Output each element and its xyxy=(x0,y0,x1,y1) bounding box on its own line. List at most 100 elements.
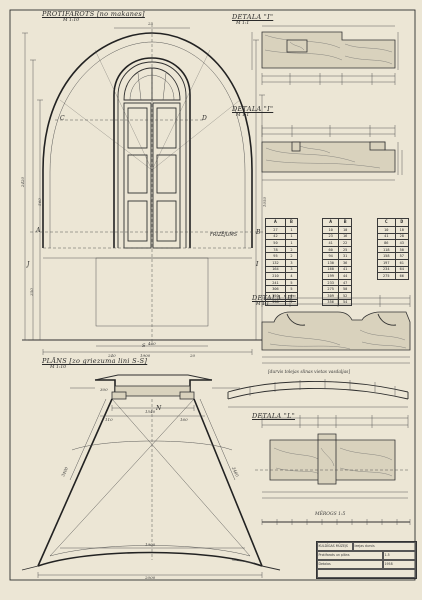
table-cell: 275 xyxy=(377,272,396,280)
right-jamb xyxy=(193,398,263,567)
table-cell: 2 xyxy=(284,252,299,260)
table-cell: 36 xyxy=(338,258,352,267)
table-cell: 1 xyxy=(284,232,299,241)
detail-2 xyxy=(261,125,403,181)
dim-plan-110: 110 xyxy=(105,417,113,422)
scale-bar-label: MĒROGS 1:5 xyxy=(315,512,346,517)
dim-front-low: 350 xyxy=(28,288,34,296)
dim-front-20: 20 xyxy=(190,353,196,358)
table-cell: 16 xyxy=(338,232,352,241)
table-cell: 1 xyxy=(284,239,299,247)
plan-title: PLĀNS [zo griezuma lini S-S] xyxy=(42,357,148,365)
table-cell: 5 xyxy=(284,285,299,293)
table-cell: 47 xyxy=(338,278,352,287)
table-cell: 61 xyxy=(394,258,409,267)
table-cell: 5 xyxy=(284,278,299,287)
sheet-border xyxy=(9,9,416,581)
front-view-title: PROTIFAROTS [no makanes] xyxy=(42,10,145,18)
table-cell: 66 xyxy=(394,272,409,280)
table-cell: 10 xyxy=(394,226,409,234)
dim-front-right: 1050 xyxy=(262,196,268,208)
table-cell: 42 xyxy=(265,232,286,241)
dim-front-top: 25 xyxy=(148,21,154,26)
middle-note: [durvis tolejas slinas vietas vasdaljas] xyxy=(268,370,351,375)
dim-front-mid: 560 xyxy=(36,198,42,206)
table-cell: 25 xyxy=(338,245,352,254)
table-cell: 309 xyxy=(321,291,340,300)
table-cell: 27 xyxy=(265,226,286,234)
table-cell: 158 xyxy=(377,252,396,260)
title-row-0: KULDĪGAS MŪZEJS xyxy=(317,542,353,551)
table-cell: 118 xyxy=(377,245,396,254)
door-frame-inner xyxy=(117,61,187,248)
table-cell: 6 xyxy=(284,291,299,300)
title-sheet-no: 1-5 xyxy=(383,551,416,560)
inner-arch xyxy=(49,41,246,248)
table-cell: 31 xyxy=(338,252,352,260)
detail-2-title: DETALA "I" xyxy=(232,105,274,113)
table-cell: 54 xyxy=(338,298,352,307)
section-letter-s: S xyxy=(142,343,146,349)
table-cell: 52 xyxy=(338,291,352,300)
table-cell: 350 xyxy=(265,291,286,300)
table-cell: 3 xyxy=(284,258,299,267)
title-row-1: Ieejas durvis xyxy=(353,542,416,551)
table-cell: 22 xyxy=(338,239,352,247)
table-cell: 28 xyxy=(394,232,409,241)
dim-plan-opening: 1540 xyxy=(145,409,156,414)
plan-view xyxy=(21,374,281,578)
table-cell: 3 xyxy=(284,265,299,274)
table-cell: 94 xyxy=(321,252,340,260)
table-cell: 57 xyxy=(394,252,409,260)
table-cell: 2 xyxy=(284,245,299,254)
svg-text:FRIZĒJUMS: FRIZĒJUMS xyxy=(210,231,238,238)
outer-arch xyxy=(42,32,253,248)
section-letter-i: I xyxy=(256,261,259,268)
table-cell: 164 xyxy=(265,265,286,274)
section-letter-d: D xyxy=(202,115,207,122)
dim-plan-160: 160 xyxy=(180,417,188,422)
dim-plan-arc: 1900 xyxy=(145,542,156,547)
detail-3-scale: M 1:1 xyxy=(256,302,270,307)
dim-front-height: 2420 xyxy=(20,176,26,188)
table-cell: 234 xyxy=(377,265,396,274)
dim-front-240: 240 xyxy=(108,353,116,358)
table-cell: 356 xyxy=(321,298,340,307)
table-cell: 4 xyxy=(284,272,299,280)
table-cell: 160 xyxy=(321,265,340,274)
table-cell: 23 xyxy=(321,232,340,241)
table-cell: 275 xyxy=(321,285,340,293)
title-row-2: Protifarots un plāns xyxy=(317,551,383,560)
plan-scale: M 1:10 xyxy=(50,365,67,370)
table-cell: 41 xyxy=(321,239,340,247)
title-drawn: 1958 xyxy=(383,560,416,569)
dim-front-plinth: 460 xyxy=(148,341,156,346)
table-cell: 197 xyxy=(377,258,396,267)
table-cell: 41 xyxy=(377,232,396,241)
left-door-leaf xyxy=(123,102,152,249)
front-view-scale: M 1:10 xyxy=(63,18,80,23)
table-cell: 210 xyxy=(265,272,286,280)
